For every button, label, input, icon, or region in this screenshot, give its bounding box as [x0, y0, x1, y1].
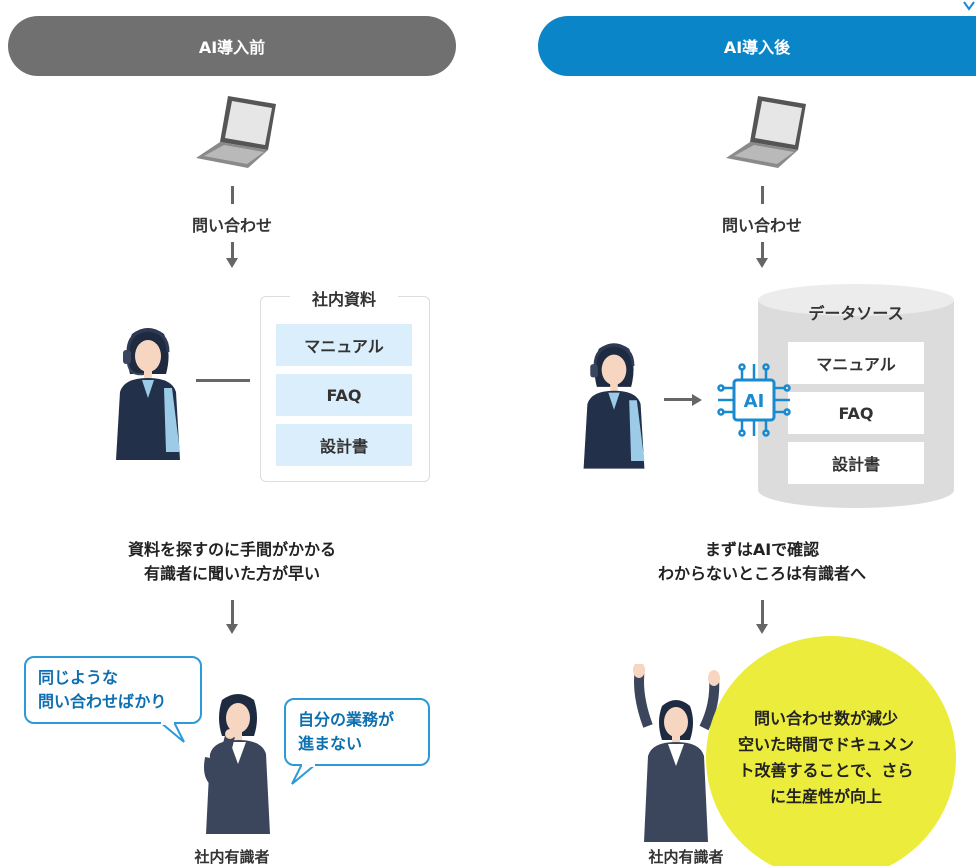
after-ai-header-label: AI導入後	[723, 38, 791, 57]
troubled-expert-person-icon	[204, 694, 270, 834]
doc-faq-after: FAQ	[788, 392, 924, 434]
result-line-3: ト改善することで、さら	[738, 761, 914, 780]
operator-person-icon	[116, 328, 180, 460]
after-caption-line-2: わからないところは有識者へ	[657, 564, 866, 583]
before-caption-line-2: 有識者に聞いた方が早い	[143, 564, 320, 583]
doc-manual-after: マニュアル	[788, 342, 924, 384]
operator-person-icon-after	[583, 343, 645, 469]
laptop-connector	[231, 186, 234, 204]
laptop-icon-after	[726, 96, 806, 168]
inquiry-arrow-head-after	[756, 258, 768, 268]
laptop-connector-after	[761, 186, 764, 204]
caption-arrow-line-right	[761, 600, 764, 626]
cheering-expert-person-icon	[633, 664, 720, 842]
doc-manual-before: マニュアル	[276, 324, 412, 366]
inquiry-arrow-head	[226, 258, 238, 268]
after-ai-header: AI導入後	[538, 16, 976, 76]
after-inquiry-label: 問い合わせ	[721, 216, 802, 235]
bubble-right-line-1: 自分の業務が	[298, 710, 395, 729]
doc-design-after: 設計書	[788, 442, 924, 484]
inquiry-arrow-line	[231, 242, 234, 260]
laptop-icon	[196, 96, 276, 168]
before-ai-header: AI導入前	[8, 16, 456, 76]
ai-chip-icon: AI	[717, 363, 791, 437]
inquiry-arrow-line-after	[761, 242, 764, 260]
operator-to-ai-line	[664, 398, 694, 401]
ai-chip-label: AI	[744, 391, 765, 412]
operator-to-ai-arrowhead	[692, 394, 702, 406]
result-line-2: 空いた時間でドキュメン	[737, 735, 914, 754]
speech-bubble-same-questions: 同じような 問い合わせばかり	[24, 656, 202, 724]
before-caption-line-1: 資料を探すのに手間がかかる	[127, 540, 336, 559]
after-caption-line-1: まずはAIで確認	[704, 540, 820, 559]
doc-design-before: 設計書	[276, 424, 412, 466]
before-ai-header-label: AI導入前	[198, 38, 266, 57]
bubble-left-line-2: 問い合わせばかり	[38, 692, 167, 711]
result-line-4: に生産性が向上	[769, 787, 882, 806]
bubble-right-tail	[291, 764, 317, 785]
result-text: 問い合わせ数が減少 空いた時間でドキュメン ト改善することで、さら に生産性が向…	[716, 706, 936, 810]
before-caption: 資料を探すのに手間がかかる 有識者に聞いた方が早い	[92, 538, 372, 586]
bubble-left-tail	[159, 722, 185, 743]
after-caption: まずはAIで確認 わからないところは有識者へ	[622, 538, 902, 586]
bubble-left-line-1: 同じような	[38, 668, 119, 687]
internal-materials-title: 社内資料	[290, 286, 398, 310]
bubble-right-line-2: 進まない	[298, 734, 363, 753]
before-inquiry-label: 問い合わせ	[191, 216, 272, 235]
after-expert-label: 社内有識者	[648, 848, 724, 866]
corner-mark-icon	[963, 1, 975, 11]
operator-to-materials-line	[196, 379, 250, 382]
datasource-title: データソース	[808, 304, 904, 323]
result-highlight-circle	[706, 636, 956, 866]
caption-arrow-line-left	[231, 600, 234, 626]
speech-bubble-work-stalled: 自分の業務が 進まない	[284, 698, 430, 766]
result-line-1: 問い合わせ数が減少	[753, 709, 898, 728]
before-expert-label: 社内有識者	[194, 848, 270, 866]
caption-arrow-head-left	[226, 624, 238, 634]
doc-faq-before: FAQ	[276, 374, 412, 416]
caption-arrow-head-right	[756, 624, 768, 634]
